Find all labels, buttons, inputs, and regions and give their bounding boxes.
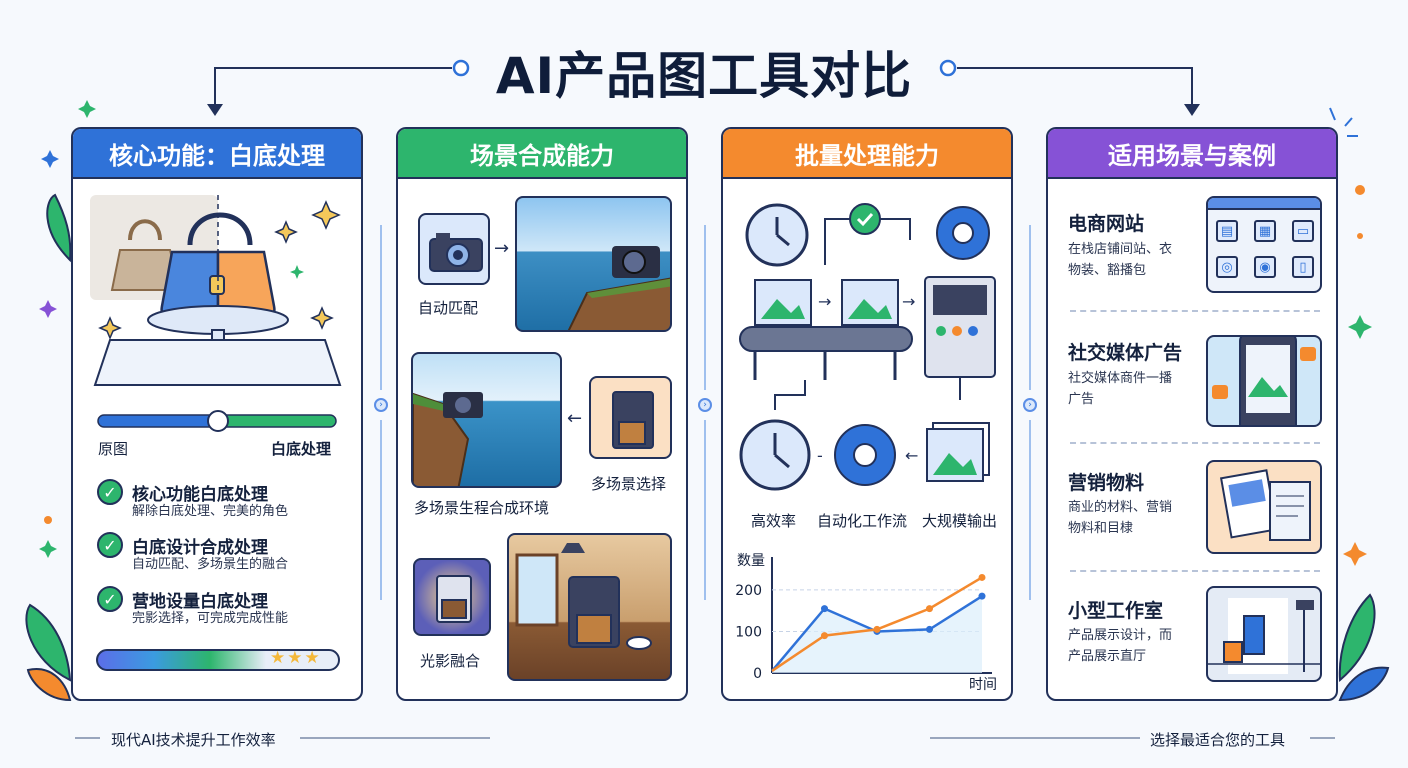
svg-text:←: ← bbox=[905, 446, 918, 465]
handbag-comparison-illustration bbox=[93, 195, 342, 386]
label-light-fusion: 光影融合 bbox=[420, 652, 481, 670]
scene-cliff-photo bbox=[411, 352, 562, 488]
label-automation: 自动化工作流 bbox=[817, 512, 908, 530]
divider bbox=[1070, 442, 1320, 444]
feature-desc: 解除白底处理、完美的角色 bbox=[132, 504, 289, 519]
data-point bbox=[873, 625, 881, 633]
feature-title: 白底设计合成处理 bbox=[132, 538, 268, 558]
label-scale-output: 大规模输出 bbox=[922, 512, 998, 530]
scene-coast-photo bbox=[515, 196, 672, 332]
usecase-desc: 广告 bbox=[1068, 392, 1095, 407]
scene-cafe-photo bbox=[507, 533, 672, 681]
panel-header: 批量处理能力 bbox=[723, 129, 1011, 179]
feature-title: 营地设量白底处理 bbox=[132, 592, 268, 612]
phone-icon: ▯ bbox=[1292, 256, 1314, 278]
before-after-slider[interactable] bbox=[96, 410, 340, 432]
image-icon bbox=[926, 422, 990, 482]
gear-icon bbox=[936, 206, 990, 260]
svg-text:→: → bbox=[902, 292, 915, 311]
panel-header: 场景合成能力 bbox=[398, 129, 686, 179]
panel-header: 适用场景与案例 bbox=[1048, 129, 1336, 179]
usecase-desc: 商业的材料、营销 bbox=[1068, 500, 1173, 515]
y-tick-label: 0 bbox=[753, 666, 762, 682]
label-auto-match: 自动匹配 bbox=[418, 299, 479, 317]
page-title: AI产品图工具对比 bbox=[495, 47, 913, 105]
data-point bbox=[821, 632, 828, 640]
usecase-title: 小型工作室 bbox=[1068, 600, 1164, 622]
chart-xlabel: 时间 bbox=[969, 677, 997, 693]
chevron-right-icon[interactable]: › bbox=[1023, 398, 1037, 412]
data-point bbox=[978, 592, 986, 600]
marketing-materials bbox=[1206, 460, 1322, 554]
check-icon bbox=[849, 203, 881, 235]
footer-left: 现代AI技术提升工作效率 bbox=[111, 731, 276, 749]
arrow-left: ← bbox=[567, 408, 583, 429]
ecommerce-window: ▤ ▦ ▭ ◎ ◉ ▯ bbox=[1206, 196, 1322, 293]
data-point bbox=[926, 625, 933, 633]
control-panel-icon bbox=[924, 276, 996, 378]
label-scene-generate: 多场景生程合成环境 bbox=[414, 499, 550, 517]
camera-icon bbox=[418, 213, 490, 285]
usecase-title: 社交媒体广告 bbox=[1068, 342, 1183, 364]
usecase-title: 营销物料 bbox=[1068, 472, 1145, 494]
gear-icon bbox=[834, 424, 896, 486]
label-multi-scene: 多场景选择 bbox=[591, 475, 667, 493]
clock-icon bbox=[739, 419, 811, 491]
laptop-icon: ▭ bbox=[1292, 220, 1314, 242]
y-tick-label: 200 bbox=[735, 583, 762, 599]
tshirt-icon: ▦ bbox=[1254, 220, 1276, 242]
slider-label-original: 原图 bbox=[98, 440, 129, 458]
panel-header: 核心功能：白底处理 bbox=[73, 129, 361, 179]
slider-label-white: 白底处理 bbox=[271, 440, 332, 458]
usecase-desc: 在栈店铺间站、衣 bbox=[1068, 242, 1173, 257]
usecase-desc: 物装、豁播包 bbox=[1068, 263, 1147, 278]
usecase-desc: 产品展示直厅 bbox=[1068, 649, 1147, 664]
y-tick-label: 100 bbox=[735, 624, 762, 640]
usecase-title: 电商网站 bbox=[1068, 213, 1145, 235]
studio-setup bbox=[1206, 586, 1322, 682]
data-point bbox=[821, 605, 828, 613]
chevron-right-icon[interactable]: › bbox=[698, 398, 712, 412]
usecase-desc: 产品展示设计，而 bbox=[1068, 628, 1173, 643]
arrow-right: → bbox=[494, 238, 510, 259]
coffee-maker-icon bbox=[589, 376, 672, 459]
star-rating: ★★★ bbox=[270, 648, 322, 668]
watch-icon: ◉ bbox=[1254, 256, 1276, 278]
rating-bar bbox=[96, 649, 340, 671]
divider bbox=[1070, 310, 1320, 312]
batch-workflow-illustration: → → - ← bbox=[739, 203, 996, 491]
feature-desc: 自动匹配、多场景生的融合 bbox=[132, 557, 289, 572]
footer-right: 选择最适合您的工具 bbox=[1150, 731, 1286, 749]
check-icon: ✓ bbox=[97, 479, 123, 505]
clock-icon bbox=[745, 203, 809, 267]
check-icon: ✓ bbox=[97, 586, 123, 612]
light-fusion-icon bbox=[413, 558, 491, 636]
usecase-desc: 物料和目棣 bbox=[1068, 521, 1134, 536]
chart-ylabel: 数量 bbox=[737, 553, 765, 569]
line-chart: 0 100 200 bbox=[735, 557, 992, 682]
data-point bbox=[978, 573, 986, 581]
feature-desc: 完影选择，可完成完成性能 bbox=[132, 611, 289, 626]
social-media-phone bbox=[1206, 335, 1322, 427]
shirt-icon: ▤ bbox=[1216, 220, 1238, 242]
divider bbox=[1070, 570, 1320, 572]
check-icon: ✓ bbox=[97, 532, 123, 558]
feature-title: 核心功能白底处理 bbox=[132, 485, 268, 505]
data-point bbox=[926, 605, 933, 613]
svg-text:→: → bbox=[818, 292, 831, 311]
svg-text:-: - bbox=[817, 446, 823, 465]
label-efficiency: 高效率 bbox=[751, 512, 797, 530]
gamepad-icon: ◎ bbox=[1216, 256, 1238, 278]
chevron-right-icon[interactable]: › bbox=[374, 398, 388, 412]
usecase-desc: 社交媒体商件一播 bbox=[1068, 371, 1173, 386]
